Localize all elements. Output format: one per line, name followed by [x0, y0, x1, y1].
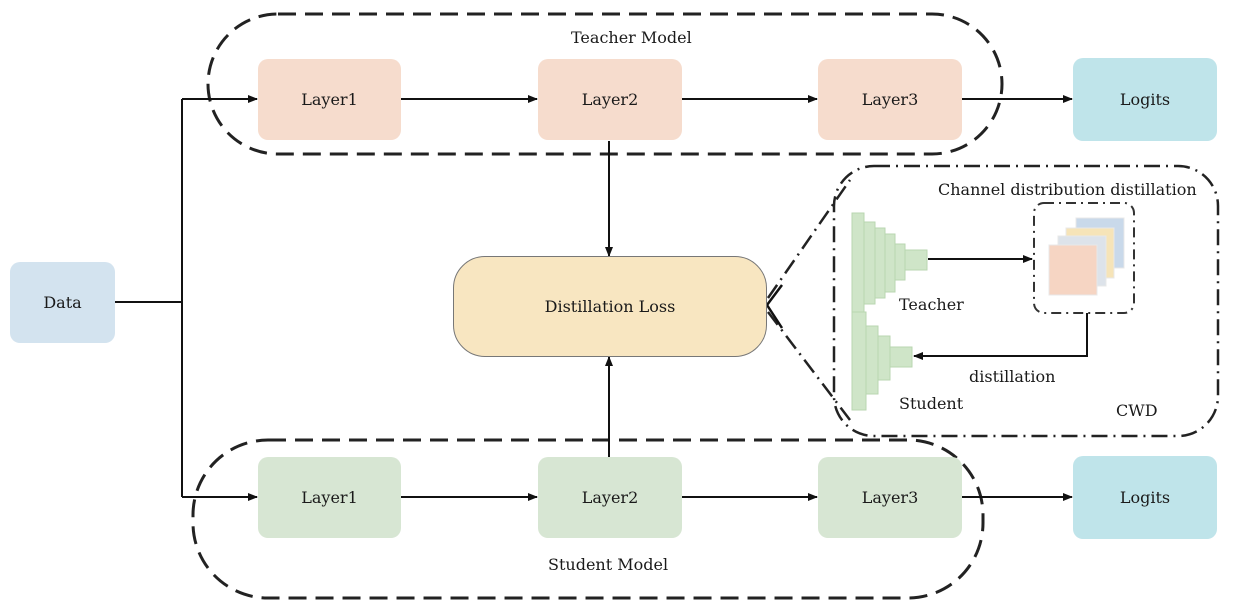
cwd-name: CWD — [1116, 401, 1158, 420]
zoom-connector-top — [766, 179, 852, 299]
feature-map-3 — [1048, 244, 1098, 296]
student-layer1: Layer1 — [258, 457, 401, 538]
cwd-teacher-label: Teacher — [899, 295, 964, 314]
student-model-group — [191, 438, 985, 600]
student-net-slab — [851, 311, 867, 411]
student-net-slab — [865, 325, 879, 395]
teacher-net-slab — [884, 233, 896, 293]
teacher-net-slab — [851, 212, 865, 314]
teacher-net-slab — [894, 243, 906, 281]
teacher-model-title: Teacher Model — [571, 28, 692, 47]
zoom-wedge-bottom — [765, 304, 784, 329]
feature-maps-icon — [1048, 217, 1125, 296]
student-logits: Logits — [1073, 456, 1217, 539]
teacher-net-slab — [874, 227, 886, 299]
student-model-title: Student Model — [548, 555, 669, 574]
cwd-student-label: Student — [899, 394, 964, 413]
data-node: Data — [10, 262, 115, 343]
teacher-layer3: Layer3 — [818, 59, 962, 140]
cwd-group — [832, 164, 1220, 438]
teacher-logits: Logits — [1073, 58, 1217, 141]
student-layer2: Layer2 — [538, 457, 682, 538]
teacher-layer2: Layer2 — [538, 59, 682, 140]
student-net-slab — [889, 346, 913, 368]
teacher-layer1: Layer1 — [258, 59, 401, 140]
student-layer3: Layer3 — [818, 457, 962, 538]
zoom-wedge-top — [766, 284, 783, 306]
teacher-net-slab — [863, 221, 876, 305]
teacher-net-slab — [904, 249, 928, 271]
student-net-slab — [877, 335, 891, 381]
zoom-connector-bottom — [767, 311, 851, 421]
teacher-model-group — [206, 12, 1004, 156]
distillation-loss-node: Distillation Loss — [453, 256, 767, 357]
cwd-student-network-icon — [851, 311, 913, 411]
cwd-title: Channel distribution distillation — [938, 180, 1197, 199]
feature-map-group — [1033, 202, 1135, 314]
arrow-features-to-student — [913, 313, 1088, 360]
cwd-arrow-label: distillation — [969, 367, 1056, 386]
